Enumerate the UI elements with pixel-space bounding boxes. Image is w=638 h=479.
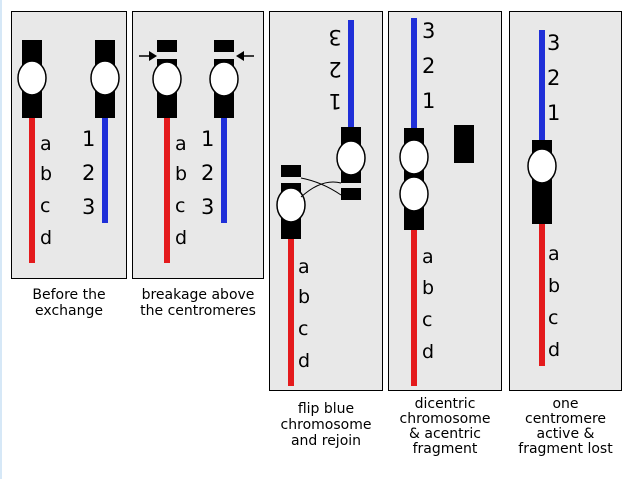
red-top-fragment xyxy=(281,165,301,177)
gene-label: d xyxy=(40,227,52,249)
blue-arm xyxy=(411,18,417,130)
blue-centromere xyxy=(399,139,429,175)
blue-centromere xyxy=(90,60,120,96)
gene-label: 3 xyxy=(201,195,214,219)
gene-label: c xyxy=(298,318,308,340)
caption-flip-rejoin: flip blue chromosome and rejoin xyxy=(280,401,372,449)
blue-break-fragment xyxy=(214,40,234,52)
gene-label: d xyxy=(422,341,434,363)
gene-label: d xyxy=(175,227,187,249)
gene-label: d xyxy=(298,350,310,372)
acentric-fragment xyxy=(454,125,474,163)
gene-label: 1 xyxy=(547,101,560,125)
gene-label: 2 xyxy=(547,66,560,90)
blue-arm xyxy=(348,20,354,130)
gene-label: 3 xyxy=(82,195,95,219)
blue-arm xyxy=(102,115,108,223)
blue-arm xyxy=(539,30,545,142)
gene-label: a xyxy=(175,133,187,155)
red-chromosome-broken xyxy=(152,40,182,263)
red-arm xyxy=(164,115,170,263)
red-centromere xyxy=(152,61,182,97)
gene-label: 2 xyxy=(422,54,435,78)
break-arrow-right xyxy=(236,51,254,61)
gene-label: a xyxy=(40,133,52,155)
rejoin-cross-lines xyxy=(300,177,342,198)
gene-label: 1 xyxy=(82,127,95,151)
gene-label: 3 xyxy=(422,19,435,43)
red-chromosome-before xyxy=(17,40,47,263)
caption-fragment-lost: one centromere active & fragment lost xyxy=(518,396,613,457)
active-centromere xyxy=(527,148,557,184)
caption-before-exchange: Before the exchange xyxy=(32,287,106,319)
gene-label: 2 xyxy=(82,161,95,185)
stable-chromosome xyxy=(527,30,557,366)
gene-label: b xyxy=(298,286,310,308)
red-chromosome-rejoin xyxy=(276,165,306,386)
gene-label: 2 xyxy=(328,57,341,81)
gene-label: 1 xyxy=(422,89,435,113)
red-arm xyxy=(539,222,545,366)
gene-label: c xyxy=(548,307,558,329)
caption-dicentric: dicentric chromosome & acentric fragment xyxy=(399,396,491,457)
gene-label: c xyxy=(175,195,185,217)
gene-label: 3 xyxy=(328,25,341,49)
gene-label: 2 xyxy=(201,161,214,185)
red-arm xyxy=(411,228,417,386)
panel-fragment-lost xyxy=(509,11,622,391)
gene-label: 3 xyxy=(547,31,560,55)
blue-centromere xyxy=(209,61,239,97)
blue-bottom-fragment xyxy=(341,188,361,200)
gene-label: a xyxy=(422,246,434,268)
red-centromere xyxy=(276,187,306,223)
gene-label: b xyxy=(548,275,560,297)
blue-chromosome-before xyxy=(90,40,120,223)
gene-label: c xyxy=(422,309,432,331)
red-centromere xyxy=(17,60,47,96)
gene-label: a xyxy=(548,243,560,265)
red-break-fragment xyxy=(157,40,177,52)
blue-chromosome-flipped xyxy=(336,20,366,200)
red-centromere xyxy=(399,176,429,212)
blue-centromere xyxy=(336,140,366,176)
gene-label: b xyxy=(40,163,52,185)
dicentric-chromosome xyxy=(399,18,429,386)
gene-label: b xyxy=(422,277,434,299)
gene-label: d xyxy=(548,339,560,361)
break-arrow-left xyxy=(139,51,157,61)
gene-label: a xyxy=(298,256,310,278)
blue-arm xyxy=(221,115,227,223)
blue-chromosome-broken xyxy=(209,40,239,223)
caption-breakage: breakage above the centromeres xyxy=(140,287,256,319)
gene-label: 1 xyxy=(201,127,214,151)
gene-label: 1 xyxy=(328,89,341,113)
red-arm xyxy=(288,236,294,386)
gene-label: c xyxy=(40,195,50,217)
red-arm xyxy=(29,115,35,263)
gene-label: b xyxy=(175,163,187,185)
